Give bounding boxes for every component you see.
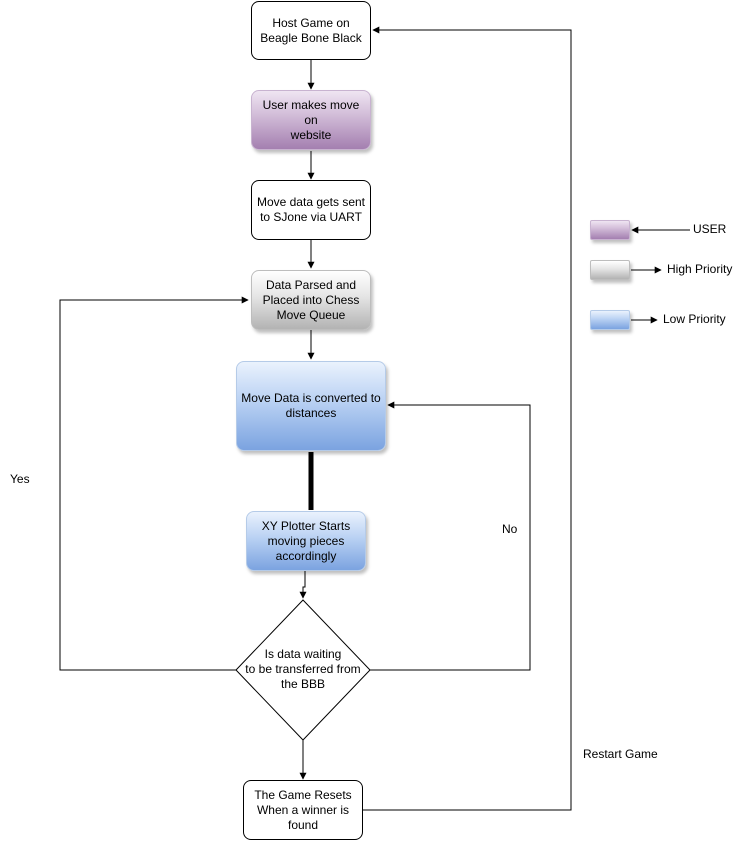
edge-label-restart: Restart Game bbox=[583, 747, 658, 761]
legend-swatch-user bbox=[590, 220, 630, 240]
edge-label-yes: Yes bbox=[10, 472, 30, 486]
legend-label-low-priority: Low Priority bbox=[663, 312, 726, 326]
legend-label-user: USER bbox=[693, 222, 727, 236]
decision-diamond bbox=[235, 599, 371, 741]
node-converted: Move Data is converted to distances bbox=[236, 361, 386, 451]
edge-yes-loop bbox=[59, 296, 249, 671]
node-game-resets: The Game Resets When a winner is found bbox=[243, 780, 363, 840]
edge-plotter-to-decision bbox=[299, 571, 307, 599]
legend-label-high-priority: High Priority bbox=[667, 262, 733, 276]
decision-text: Is data waiting to be transferred from t… bbox=[245, 647, 361, 691]
edge-label-no: No bbox=[502, 522, 518, 536]
node-host-game: Host Game on Beagle Bone Black bbox=[251, 1, 371, 60]
node-plotter: XY Plotter Starts moving pieces accordin… bbox=[246, 511, 366, 571]
edge-restart-loop bbox=[363, 26, 572, 811]
edge-no-loop bbox=[370, 401, 531, 671]
legend-swatch-low-priority bbox=[590, 310, 630, 330]
node-move-data-sent: Move data gets sent to SJone via UART bbox=[251, 180, 371, 240]
node-data-parsed: Data Parsed and Placed into Chess Move Q… bbox=[251, 270, 371, 330]
legend-swatch-high-priority bbox=[590, 260, 630, 280]
node-user-move: User makes move on website bbox=[251, 90, 371, 150]
